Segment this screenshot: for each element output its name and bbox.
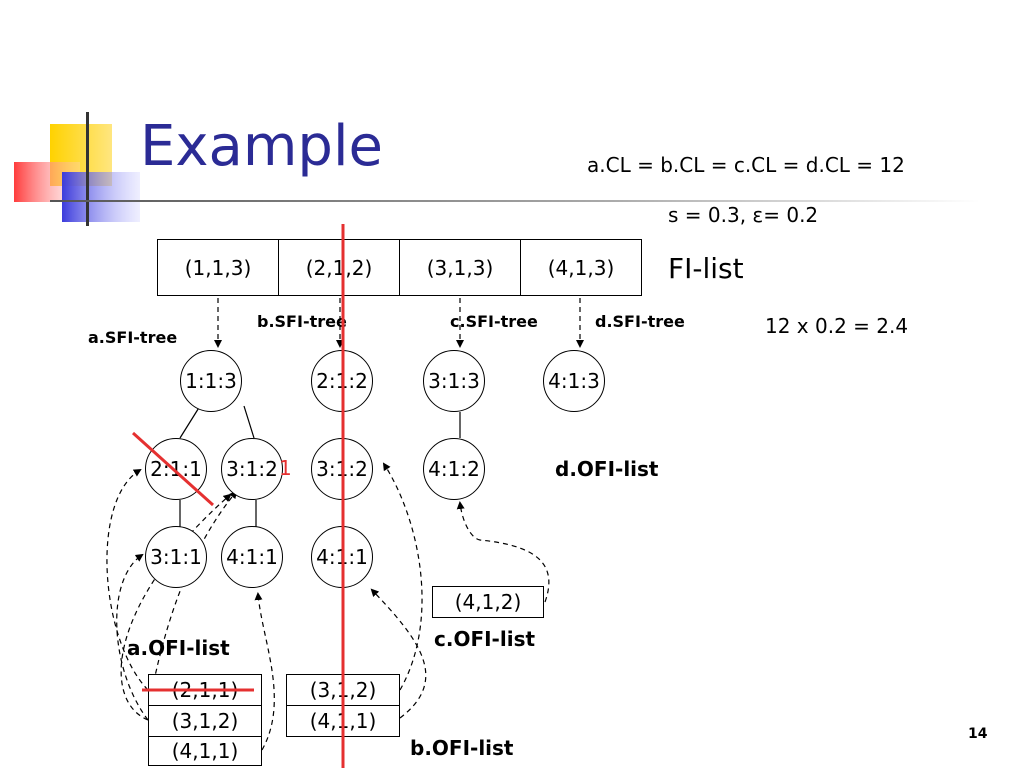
tree-edge (243, 405, 255, 439)
ofi-cell: (4,1,2) (432, 586, 544, 618)
b-root-node: 2:1:2 (311, 350, 373, 412)
c-ofi-list: (4,1,2) (432, 586, 544, 618)
c-root-node: 3:1:3 (423, 350, 485, 412)
deco-horizontal-line (50, 200, 980, 202)
cl-equation: a.CL = b.CL = c.CL = d.CL = 12 (587, 153, 905, 177)
b-level1-node: 3:1:2 (311, 438, 373, 500)
d-root-node: 4:1:3 (543, 350, 605, 412)
b-ofi-list: (3,1,2) (4,1,1) (286, 674, 400, 737)
a-ofi-list-label: a.OFI-list (127, 636, 230, 660)
d-ofi-list-label: d.OFI-list (555, 457, 659, 481)
c-level1-node: 4:1:2 (423, 438, 485, 500)
fi-cell: (3,1,3) (400, 240, 521, 295)
ofi-cell: (4,1,1) (286, 705, 400, 737)
red-correction-digit: 1 (279, 456, 292, 480)
ofi-link-arrow (149, 490, 238, 701)
ofi-link-arrow (382, 462, 423, 691)
b-level2-node: 4:1:1 (311, 526, 373, 588)
calc-text: 12 x 0.2 = 2.4 (765, 314, 909, 338)
ofi-cell: (2,1,1) (148, 674, 262, 706)
c-ofi-list-label: c.OFI-list (434, 627, 536, 651)
ofi-cell: (3,1,2) (286, 674, 400, 706)
fi-cell: (2,1,2) (279, 240, 400, 295)
slide-title: Example (140, 114, 383, 179)
tree-edge (179, 405, 201, 439)
deco-blue-square (62, 172, 140, 222)
a-level2-right-node: 4:1:1 (221, 526, 283, 588)
fi-cell: (1,1,3) (158, 240, 279, 295)
b-ofi-list-label: b.OFI-list (410, 736, 514, 760)
c-sfi-tree-label: c.SFI-tree (450, 312, 538, 331)
deco-yellow-square (50, 124, 112, 186)
fi-list: (1,1,3) (2,1,2) (3,1,3) (4,1,3) (157, 239, 642, 296)
ofi-cell: (4,1,1) (148, 736, 262, 766)
a-ofi-list: (2,1,1) (3,1,2) (4,1,1) (148, 674, 262, 766)
deco-red-square (14, 162, 80, 202)
params-text: s = 0.3, ε= 0.2 (668, 203, 819, 227)
fi-cell: (4,1,3) (547, 255, 615, 280)
fi-list-label: FI-list (668, 252, 744, 285)
page-number: 14 (968, 726, 988, 742)
deco-vertical-line (86, 112, 89, 226)
ofi-cell: (3,1,2) (148, 705, 262, 737)
b-sfi-tree-label: b.SFI-tree (257, 312, 347, 331)
d-sfi-tree-label: d.SFI-tree (595, 312, 685, 331)
a-level2-left-node: 3:1:1 (145, 526, 207, 588)
a-level1-left-node: 2:1:1 (145, 438, 207, 500)
a-root-node: 1:1:3 (180, 350, 242, 412)
a-sfi-tree-label: a.SFI-tree (88, 328, 178, 347)
a-level1-right-node: 3:1:2 (221, 438, 283, 500)
